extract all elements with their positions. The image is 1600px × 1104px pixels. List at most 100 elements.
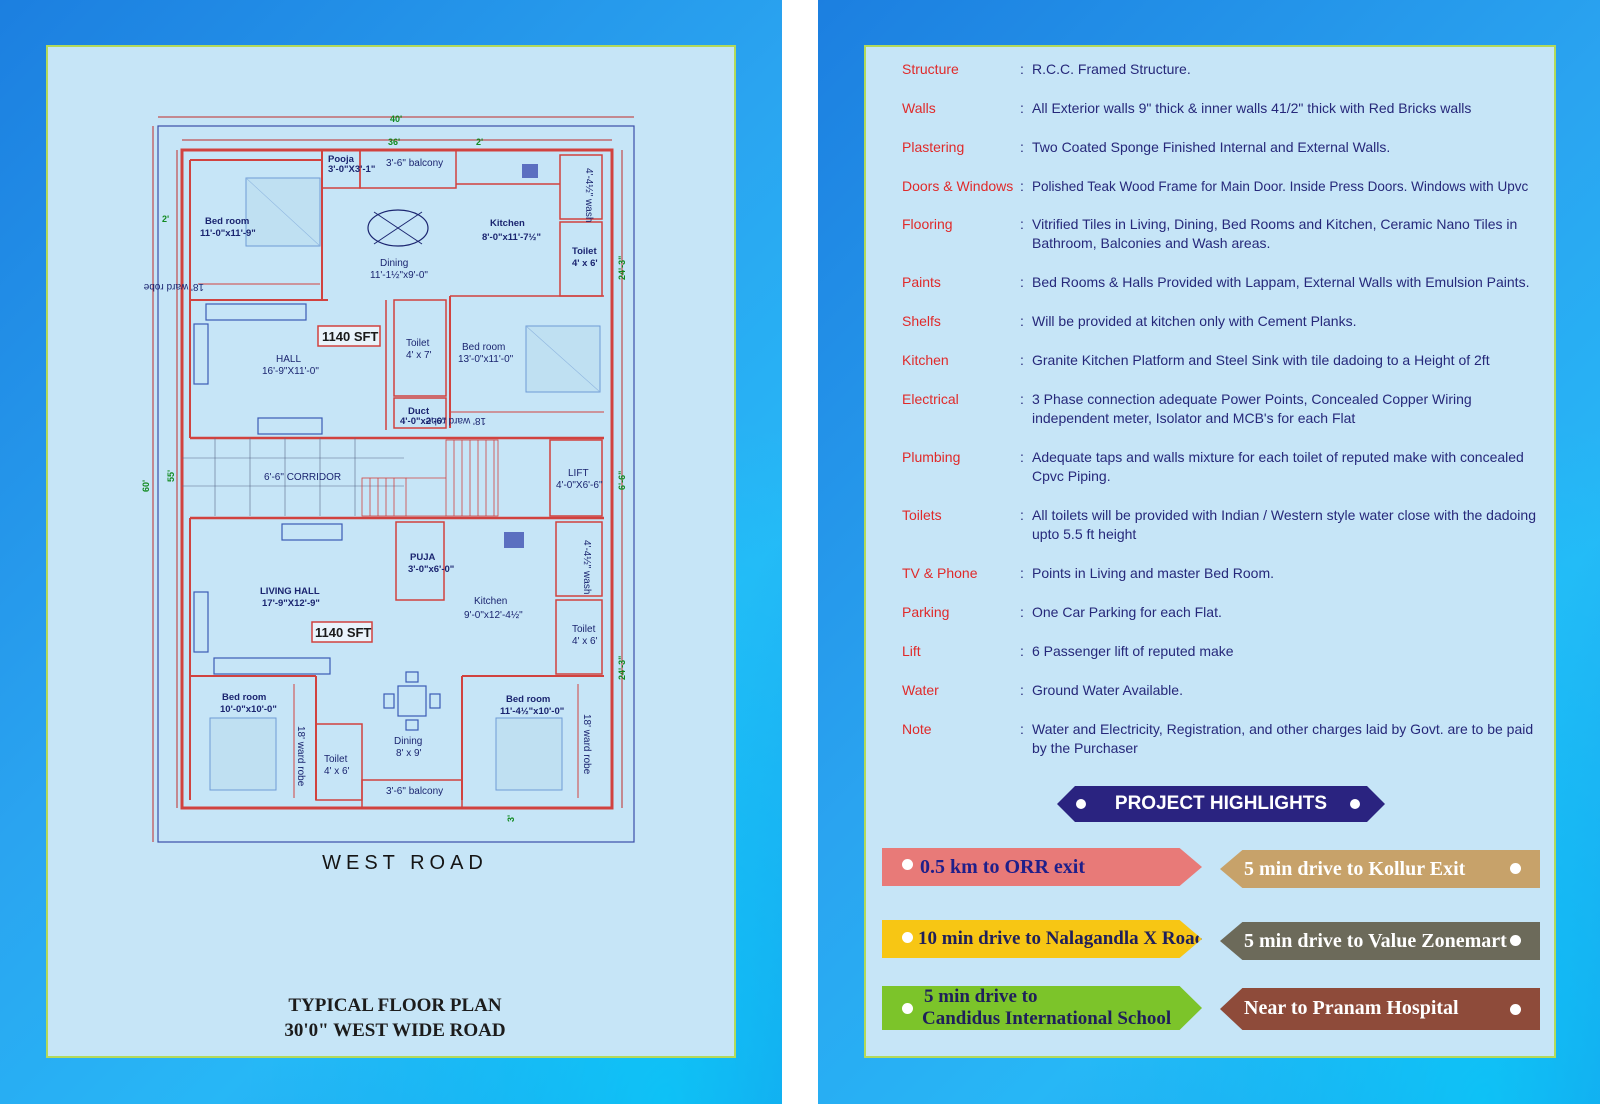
toilet-a1-label: Toilet (572, 246, 597, 257)
sft-a: 1140 SFT (322, 329, 378, 344)
puja-room (395, 521, 445, 601)
spec-label: Doors & Windows (902, 178, 1014, 194)
bullet-icon (902, 932, 913, 943)
spec-label: Paints (902, 274, 941, 290)
balcony-a-label: 3'-6" balcony (386, 158, 443, 169)
bullet-icon (1350, 799, 1360, 809)
toilet-b1-dim: 4' x 6' (572, 636, 598, 647)
highlight-text: 5 min drive to Value Zonemart (1244, 930, 1507, 952)
duct (393, 397, 447, 429)
spec-colon: : (1020, 178, 1024, 194)
highlight-tag: Near to Pranam Hospital (1220, 988, 1540, 1030)
dim-top-inner: 36' (388, 137, 400, 147)
toilet-b2-dim: 4' x 6' (324, 766, 350, 777)
spec-colon: : (1020, 139, 1024, 155)
sft-b: 1140 SFT (315, 625, 371, 640)
spec-colon: : (1020, 643, 1024, 659)
kitchen-a-label: Kitchen (490, 218, 525, 229)
dining-a-label: Dining (380, 258, 408, 269)
lift-shaft (549, 439, 603, 517)
spec-row: Structure: R.C.C. Framed Structure. (902, 60, 1542, 79)
spec-label: Plastering (902, 139, 965, 155)
spec-row: Lift:6 Passenger lift of reputed make (902, 642, 1542, 661)
sofa-b3 (213, 657, 331, 675)
bullet-icon (902, 1003, 913, 1014)
balcony-b (361, 779, 463, 809)
spec-colon: : (1020, 313, 1024, 329)
spec-value: Water and Electricity, Registration, and… (1032, 721, 1534, 756)
spec-colon: : (1020, 216, 1024, 232)
wash-b-label: 4'-4½" wash (581, 540, 592, 594)
floor-plan-panel (46, 45, 736, 1058)
spec-row: Electrical:3 Phase connection adequate P… (902, 390, 1542, 428)
spec-row: Plumbing:Adequate taps and walls mixture… (902, 448, 1542, 486)
dining-table-a (367, 209, 429, 247)
sofa-a2 (193, 323, 209, 385)
spec-row: Shelfs:Will be provided at kitchen only … (902, 312, 1542, 331)
stove-a (522, 164, 538, 178)
sofa-b2 (193, 591, 209, 653)
spec-label: Structure (902, 61, 959, 77)
spec-label: Walls (902, 100, 936, 116)
spec-value: Vitrified Tiles in Living, Dining, Bed R… (1032, 216, 1518, 251)
dim-setback-left: 2' (162, 214, 169, 224)
bullet-icon (1076, 799, 1086, 809)
spec-row: Plastering:Two Coated Sponge Finished In… (902, 138, 1542, 157)
bullet-icon (1510, 935, 1521, 946)
spec-value: R.C.C. Framed Structure. (1032, 61, 1191, 77)
dim-bottom: 3' (506, 815, 516, 822)
specifications-sheet (818, 0, 1600, 1104)
balcony-b-label: 3'-6" balcony (386, 786, 443, 797)
highlight-text: 5 min drive to Kollur Exit (1244, 858, 1466, 880)
highlight-text: 10 min drive to Nalagandla X Road (918, 928, 1206, 949)
spec-row: Note:Water and Electricity, Registration… (902, 720, 1542, 758)
spec-colon: : (1020, 61, 1024, 77)
duct-dim: 4'-0"x2'-6" (400, 416, 446, 427)
spec-row: Toilets:All toilets will be provided wit… (902, 506, 1542, 544)
spec-label: Kitchen (902, 352, 949, 368)
spec-colon: : (1020, 604, 1024, 620)
dim-right-lower: 24'-3" (617, 656, 627, 680)
spec-row: Paints:Bed Rooms & Halls Provided with L… (902, 273, 1542, 292)
kitchen-a-dim: 8'-0"x11'-7½" (482, 232, 541, 243)
specifications-panel (864, 45, 1556, 1058)
toilet-a2-label: Toilet (406, 338, 430, 349)
sofa-b1 (281, 523, 343, 541)
highlight-text: 0.5 km to ORR exit (920, 856, 1085, 878)
plot-boundary (157, 125, 635, 843)
spec-colon: : (1020, 352, 1024, 368)
staircase (361, 439, 499, 517)
bedroom-b1-label: Bed room (222, 692, 266, 703)
floor-plan-drawing: 40' 36' 2' 2' 60' 55' 24'-3" 6'-6" 24'-3… (141, 114, 635, 843)
spec-row: Parking:One Car Parking for each Flat. (902, 603, 1542, 622)
puja-label: PUJA (410, 552, 435, 563)
bullet-icon (902, 859, 913, 870)
dining-a-dim: 11'-1½"x9'-0" (370, 270, 428, 281)
corridor-grid (182, 438, 404, 516)
wash-b (555, 521, 603, 597)
caption-line-1: TYPICAL FLOOR PLAN (288, 995, 502, 1016)
spec-colon: : (1020, 507, 1024, 523)
dim-right-mid: 6'-6" (617, 471, 627, 490)
bullet-icon (1510, 863, 1521, 874)
toilet-a2 (393, 299, 447, 397)
spec-value: Adequate taps and walls mixture for each… (1032, 449, 1524, 484)
floor-plan-sheet: 40' 36' 2' 2' 60' 55' 24'-3" 6'-6" 24'-3… (0, 0, 782, 1104)
toilet-a1-dim: 4' x 6' (572, 258, 598, 269)
spec-value: One Car Parking for each Flat. (1032, 604, 1222, 620)
spec-row: Walls:All Exterior walls 9" thick & inne… (902, 99, 1542, 118)
toilet-b2 (315, 723, 363, 801)
bedroom-a2-dim: 13'-0"x11'-0" (458, 354, 514, 365)
dining-b-dim: 8' x 9' (396, 748, 422, 759)
spec-label: Flooring (902, 216, 953, 232)
lift-dim: 4'-0"X6'-6" (556, 480, 603, 491)
toilet-b1-label: Toilet (572, 624, 596, 635)
spec-colon: : (1020, 565, 1024, 581)
caption-line-2: 30'0" WEST WIDE ROAD (284, 1020, 506, 1041)
spec-label: Plumbing (902, 449, 961, 465)
spec-row: Kitchen:Granite Kitchen Platform and Ste… (902, 351, 1542, 370)
spec-value: Points in Living and master Bed Room. (1032, 565, 1275, 581)
spec-row: Doors & Windows:Polished Teak Wood Frame… (902, 177, 1542, 196)
toilet-b2-label: Toilet (324, 754, 348, 765)
bullet-icon (1510, 1004, 1521, 1015)
